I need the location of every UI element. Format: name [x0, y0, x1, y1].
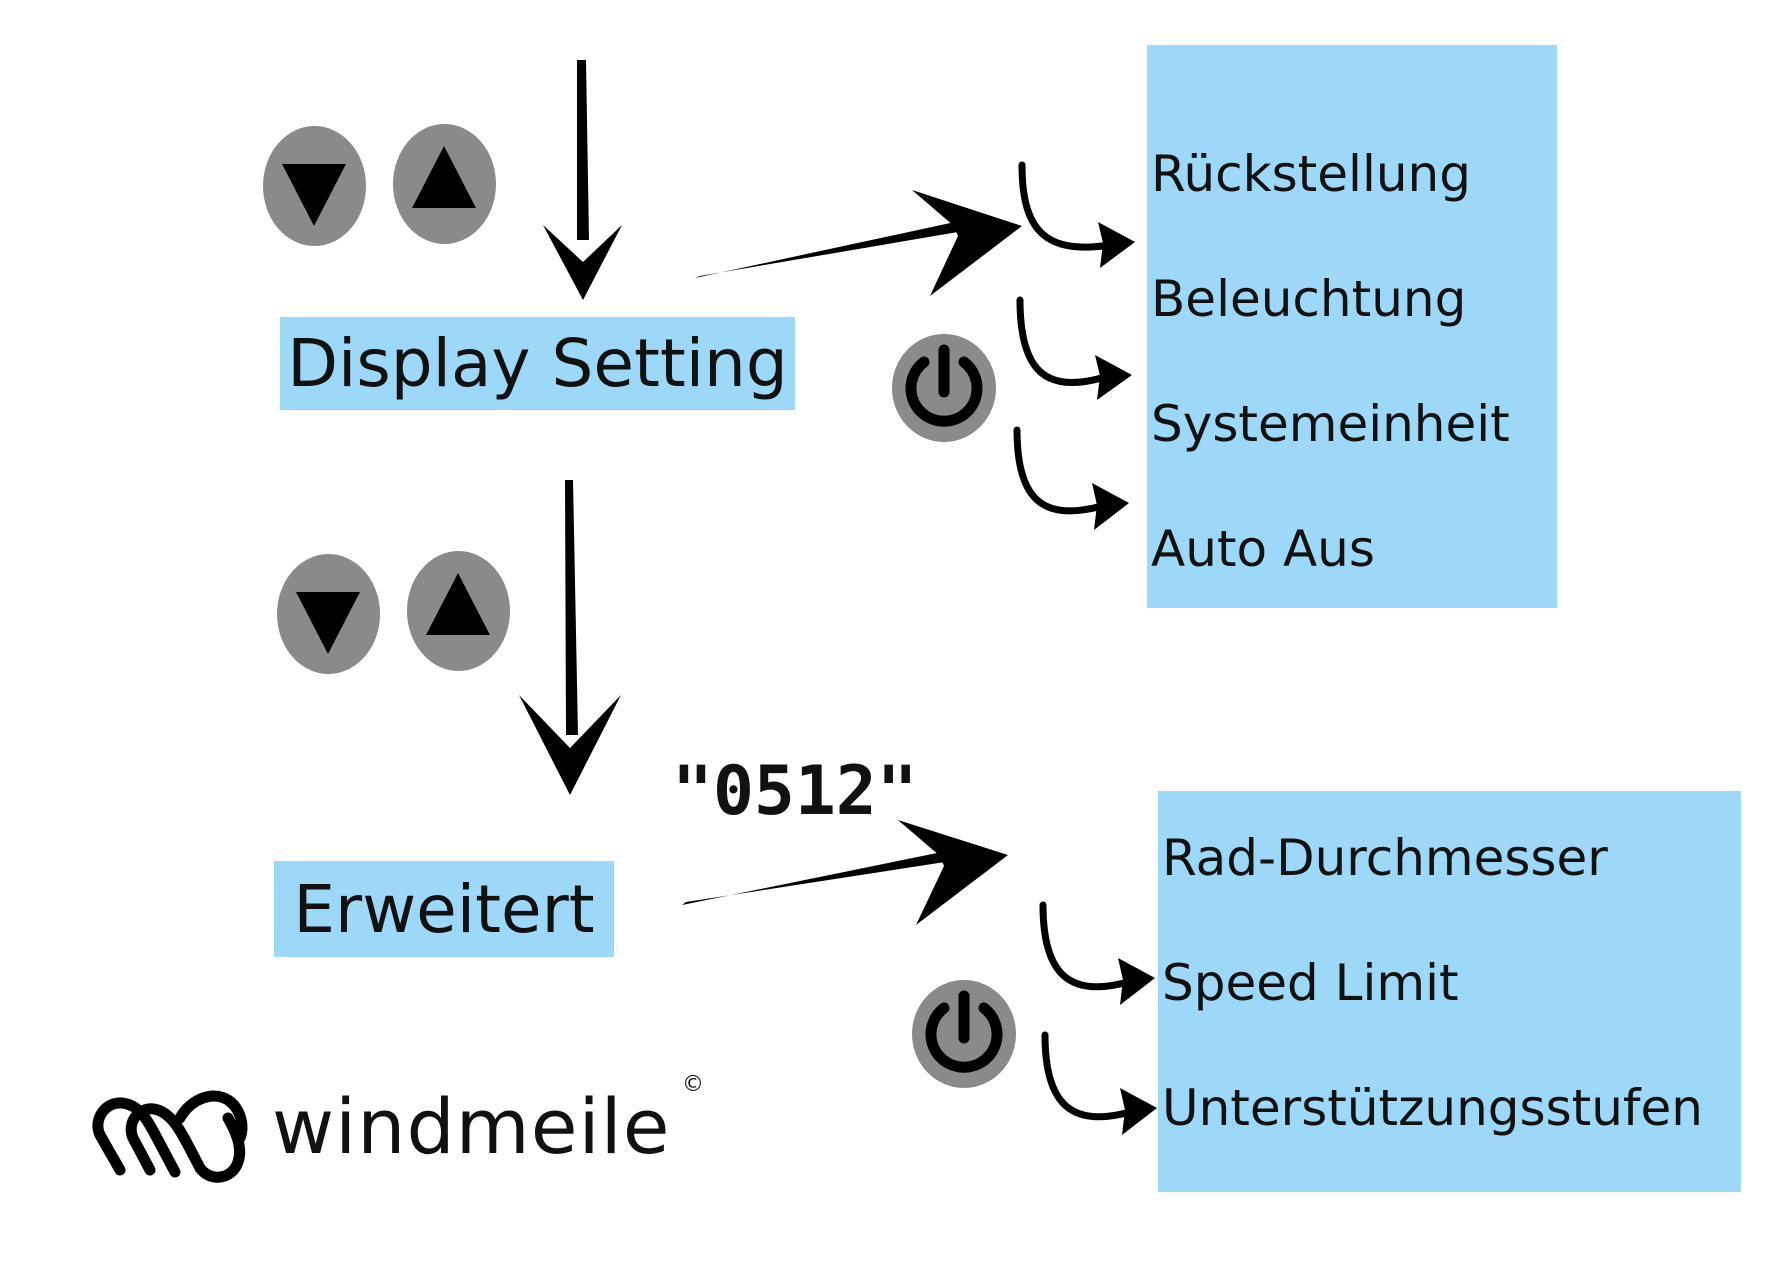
display-setting-text: Display Setting	[287, 325, 788, 402]
copyright-mark: ©	[682, 1072, 704, 1097]
curved-arrow-2	[1016, 296, 1109, 387]
menu-item-beleuchtung: Beleuchtung	[1151, 270, 1467, 328]
curved-arrow-5	[1041, 1031, 1134, 1121]
erweitert-label: Erweitert	[274, 861, 614, 957]
curved-arrow-4	[1039, 901, 1132, 991]
curved-arrow-3	[1013, 426, 1106, 515]
advanced-settings-menu: Rad-Durchmesser Speed Limit Unterstützun…	[1158, 791, 1741, 1192]
menu-item-systemeinheit: Systemeinheit	[1151, 395, 1510, 453]
curved-arrow-5-head	[1120, 1088, 1157, 1135]
down-button[interactable]	[277, 554, 380, 674]
curved-arrow-3-head	[1092, 483, 1129, 530]
menu-item-speed-limit: Speed Limit	[1162, 954, 1459, 1012]
down-triangle-icon	[296, 592, 360, 654]
up-triangle-icon	[412, 146, 476, 208]
windmeile-logo-icon	[92, 1090, 248, 1183]
up-button[interactable]	[407, 551, 510, 671]
down-triangle-icon	[282, 164, 346, 226]
power-icon	[912, 980, 1016, 1088]
curved-arrow-1-head	[1098, 222, 1135, 268]
down-arrow-middle	[519, 480, 621, 795]
access-code: "0512"	[672, 752, 918, 831]
curved-arrow-1	[1018, 161, 1114, 251]
up-button[interactable]	[393, 124, 496, 244]
curved-arrow-2-head	[1095, 355, 1132, 400]
curved-arrow-4-head	[1118, 958, 1155, 1005]
menu-item-rueckstellung: Rückstellung	[1151, 145, 1471, 203]
menu-item-rad-durchmesser: Rad-Durchmesser	[1162, 829, 1608, 887]
power-icon	[892, 334, 996, 442]
menu-item-auto-aus: Auto Aus	[1151, 520, 1375, 578]
display-setting-label: Display Setting	[280, 317, 795, 410]
down-arrow-top	[543, 60, 622, 300]
display-settings-menu: Rückstellung Beleuchtung Systemeinheit A…	[1147, 45, 1557, 608]
right-arrow-bottom	[682, 820, 1008, 925]
brand-name: windmeile	[272, 1082, 671, 1171]
right-arrow-top	[695, 190, 1022, 296]
menu-item-unterstuetzungsstufen: Unterstützungsstufen	[1162, 1079, 1703, 1137]
erweitert-text: Erweitert	[293, 870, 595, 948]
down-button[interactable]	[263, 126, 366, 246]
up-triangle-icon	[426, 573, 490, 635]
